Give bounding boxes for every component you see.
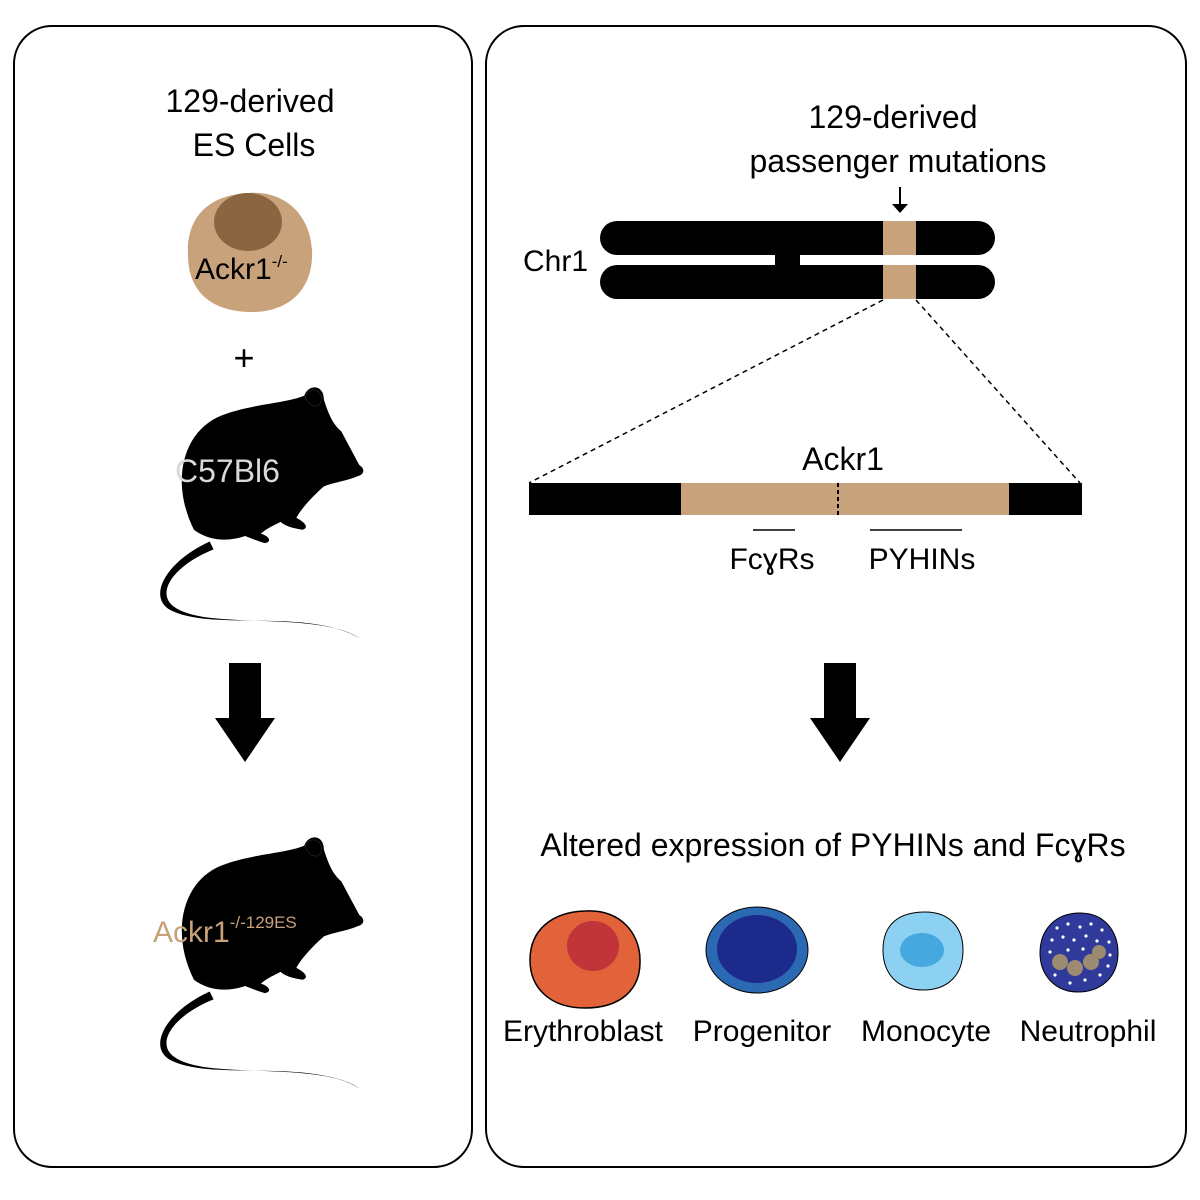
centromere — [775, 250, 800, 270]
chromatid-upper — [600, 221, 995, 255]
neutrophil-label: Neutrophil — [1020, 1015, 1157, 1048]
c57bl6-mouse-icon — [159, 386, 364, 639]
congenic-interval — [681, 483, 1009, 515]
passenger-title-line2: passenger mutations — [749, 143, 1046, 179]
ackr1-ko-mouse-icon — [159, 836, 364, 1089]
erythroblast-label: Erythroblast — [503, 1015, 664, 1048]
chromosome-label: Chr1 — [523, 245, 588, 278]
es-cells-title-line2: ES Cells — [193, 127, 316, 163]
es-cell-genotype-label: Ackr1-/- — [195, 252, 288, 286]
progenitor-label: Progenitor — [693, 1015, 831, 1048]
erythroblast-icon — [529, 910, 641, 1009]
left-panel: 129-derived ES Cells Ackr1-/- + C57Bl6 A… — [13, 25, 473, 1168]
ackr1-ko-129es-label: Ackr1-/-129ES — [153, 913, 297, 949]
es-cell-nucleus — [214, 193, 282, 251]
zoom-line-left — [528, 299, 884, 484]
chromosome-1-icon — [600, 221, 995, 299]
monocyte-icon — [882, 911, 964, 991]
right-panel: 129-derived passenger mutations Chr1 Ack… — [485, 25, 1187, 1168]
es-cell-icon — [187, 192, 313, 312]
c57bl6-label: C57Bl6 — [175, 453, 280, 489]
pyhin-label: PYHINs — [869, 543, 976, 576]
monocyte-label: Monocyte — [861, 1015, 991, 1048]
down-arrow-icon — [810, 663, 870, 762]
passenger-title-line1: 129-derived — [809, 99, 978, 135]
down-arrow-icon — [215, 663, 275, 762]
ackr1-gene-label: Ackr1 — [802, 441, 884, 477]
plus-sign: + — [233, 337, 254, 378]
ackr1-region-bar — [529, 483, 1082, 515]
progenitor-icon — [705, 906, 809, 994]
passenger-band-upper — [883, 221, 916, 255]
chromatid-lower — [600, 265, 995, 299]
es-cells-title-line1: 129-derived — [166, 83, 335, 119]
left-panel-border — [13, 25, 473, 1168]
altered-expression-text: Altered expression of PYHINs and FcɣRs — [540, 827, 1125, 863]
passenger-band-lower — [883, 265, 916, 299]
right-panel-border — [485, 25, 1187, 1168]
mutation-pointer-icon — [892, 187, 908, 213]
zoom-line-right — [915, 299, 1081, 484]
neutrophil-icon — [1039, 912, 1119, 993]
fcgr-label: FcɣRs — [729, 543, 814, 576]
